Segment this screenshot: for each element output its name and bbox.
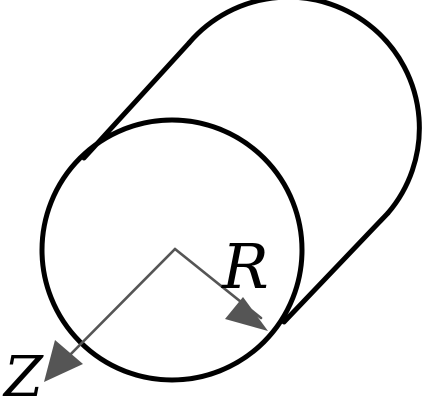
z-axis-arrow bbox=[44, 247, 177, 382]
z-axis-arrowhead bbox=[44, 340, 83, 382]
cylinder-back-edge bbox=[186, 0, 422, 216]
z-axis-arrow-line bbox=[54, 247, 177, 371]
radius-arrowhead bbox=[225, 297, 268, 331]
z-axis-label: Z bbox=[2, 345, 44, 401]
radius-arrow bbox=[173, 247, 268, 331]
radius-label: R bbox=[221, 230, 269, 303]
cylinder-bottom-edge bbox=[281, 210, 391, 325]
cylinder-front-face bbox=[39, 117, 305, 383]
cylinder bbox=[39, 0, 422, 383]
